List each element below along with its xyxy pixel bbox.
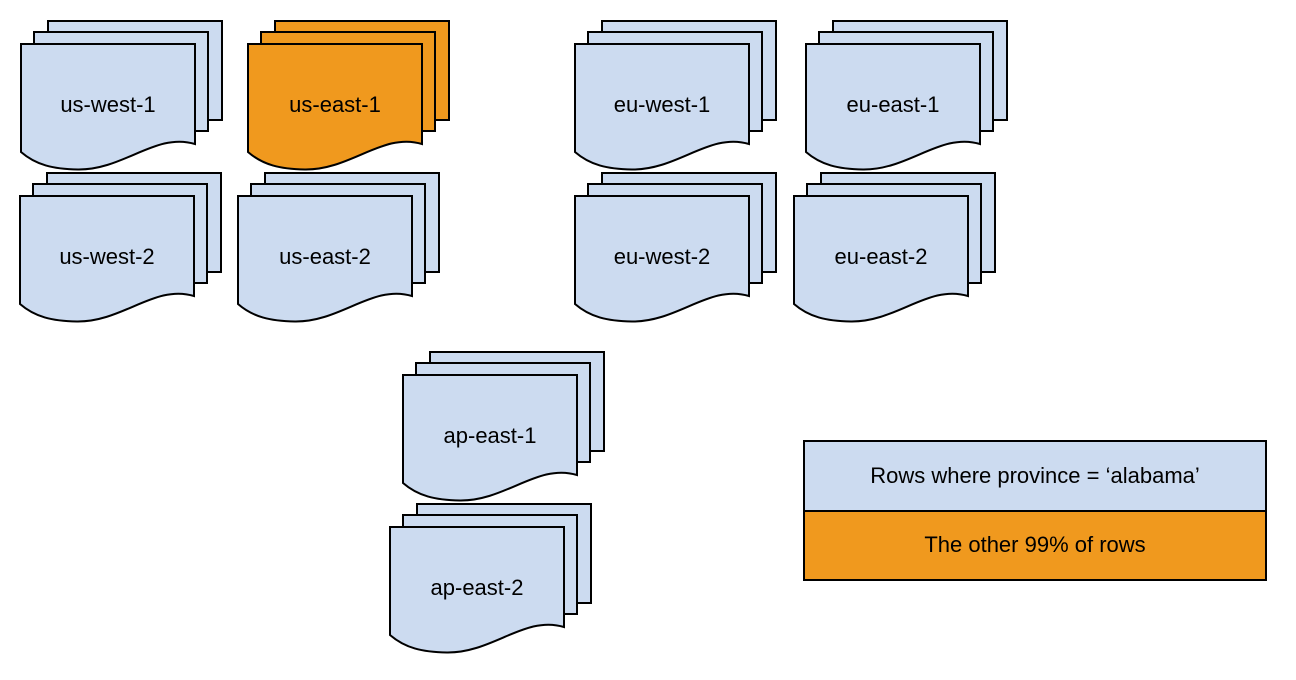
doc-stack-us-west-2: us-west-2 xyxy=(19,172,222,324)
doc-stack-eu-west-1: eu-west-1 xyxy=(574,20,777,172)
doc-stack-us-west-1: us-west-1 xyxy=(20,20,223,172)
document-shape-icon xyxy=(389,526,565,654)
doc-stack-us-east-1: us-east-1 xyxy=(247,20,450,172)
doc-stack-eu-west-2: eu-west-2 xyxy=(574,172,777,324)
document-shape-icon xyxy=(247,43,423,171)
legend: Rows where province = ‘alabama’ The othe… xyxy=(803,440,1267,581)
document-shape-icon xyxy=(20,43,196,171)
legend-item-other-rows: The other 99% of rows xyxy=(805,509,1265,579)
doc-stack-ap-east-2: ap-east-2 xyxy=(389,503,592,655)
doc-stack-ap-east-1: ap-east-1 xyxy=(402,351,605,503)
legend-item-alabama-rows: Rows where province = ‘alabama’ xyxy=(805,442,1265,510)
doc-stack-eu-east-1: eu-east-1 xyxy=(805,20,1008,172)
document-shape-icon xyxy=(574,43,750,171)
document-shape-icon xyxy=(237,195,413,323)
document-shape-icon xyxy=(793,195,969,323)
document-shape-icon xyxy=(19,195,195,323)
legend-item-label: The other 99% of rows xyxy=(924,532,1146,558)
doc-stack-us-east-2: us-east-2 xyxy=(237,172,440,324)
document-shape-icon xyxy=(402,374,578,502)
doc-stack-eu-east-2: eu-east-2 xyxy=(793,172,996,324)
document-shape-icon xyxy=(805,43,981,171)
document-shape-icon xyxy=(574,195,750,323)
legend-item-label: Rows where province = ‘alabama’ xyxy=(870,462,1200,488)
